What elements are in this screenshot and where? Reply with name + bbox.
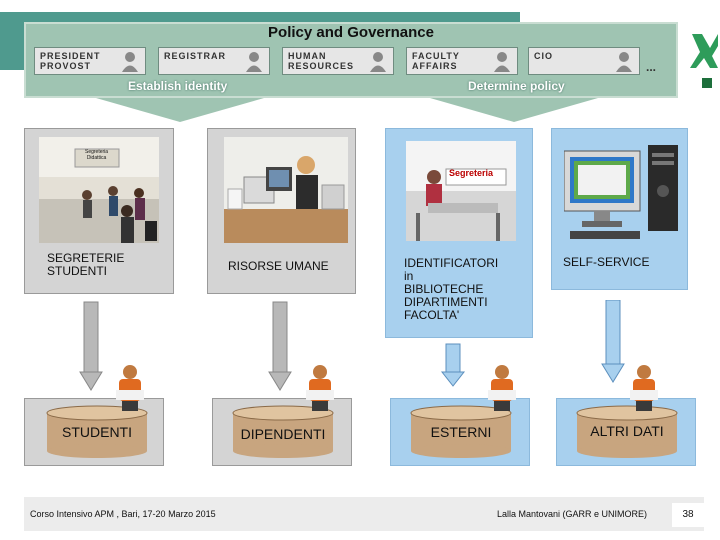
db-panel-dipendenti: DIPENDENTI [212,398,352,466]
establish-identity-label: Establish identity [128,79,228,93]
role-faculty-affairs: FACULTY AFFAIRS [406,47,518,75]
person-icon [246,52,262,72]
arrow-down-icon [79,301,103,391]
person-icon [494,52,510,72]
left-funnel-arrow [96,98,264,122]
governance-title: Policy and Governance [268,24,434,41]
db-panel-esterni: ESTERNI [390,398,530,466]
database-label: ESTERNI [430,424,492,440]
card-label: SELF-SERVICE [563,255,650,269]
card-label: IDENTIFICATORI in BIBLIOTECHE DIPARTIMEN… [404,256,499,322]
db-panel-altri-dati: ALTRI DATI [556,398,696,466]
arrow-down-icon [268,301,292,391]
database-icon [232,405,334,458]
hr-office-photo [224,137,348,243]
card-risorse-umane: RISORSE UMANE [207,128,356,294]
governance-funnels [96,98,598,122]
logo-icon [690,34,718,88]
footer-course: Corso Intensivo APM , Bari, 17-20 Marzo … [30,509,216,519]
arrow-down-icon [440,343,466,387]
users-row [116,365,658,411]
card-self-service: SELF-SERVICE [551,128,688,290]
footer-author: Lalla Mantovani (GARR e UNIMORE) [497,509,648,519]
role-label: CIO [534,51,554,61]
computer-icon [564,145,678,239]
role-label: FACULTY AFFAIRS [412,51,460,71]
role-label: REGISTRAR [164,51,227,61]
front-desk-photo [406,141,516,241]
database-label: STUDENTI [62,424,132,440]
person-icon [616,52,632,72]
determine-policy-label: Determine policy [468,79,565,93]
photo-sign-text: Segreteria [449,168,494,178]
role-label: PRESIDENT PROVOST [40,51,101,71]
arrow-down-icon [601,300,625,383]
person-icon [306,365,334,411]
database-icon [576,405,678,458]
card-label: SEGRETERIE STUDENTI [47,251,125,278]
students-office-photo [39,137,159,243]
footer-bar [24,497,704,531]
right-funnel-arrow [430,98,598,122]
role-president-provost: PRESIDENT PROVOST [34,47,146,75]
role-human-resources: HUMAN RESOURCES [282,47,394,75]
role-cio: CIO [528,47,640,75]
card-segreterie-studenti: Segreteria Didattica SEGRETERIE STUDENTI [24,128,174,294]
photo-sign-text: Segreteria Didattica [85,149,109,161]
person-icon [630,365,658,411]
database-icon [410,405,512,458]
database-label: DIPENDENTI [240,426,326,442]
db-panel-studenti: STUDENTI [24,398,164,466]
card-label: RISORSE UMANE [228,259,329,273]
role-registrar: REGISTRAR [158,47,270,75]
person-icon [116,365,144,411]
person-icon [122,52,138,72]
card-identificatori: Segreteria IDENTIFICATORI in BIBLIOTECHE… [385,128,533,338]
database-label: ALTRI DATI [590,423,664,439]
more-roles-ellipsis: ... [646,60,657,74]
role-label: HUMAN RESOURCES [288,51,355,71]
person-icon [370,52,386,72]
person-icon [488,365,516,411]
page-number: 38 [672,503,704,527]
flow-arrows [79,300,625,391]
